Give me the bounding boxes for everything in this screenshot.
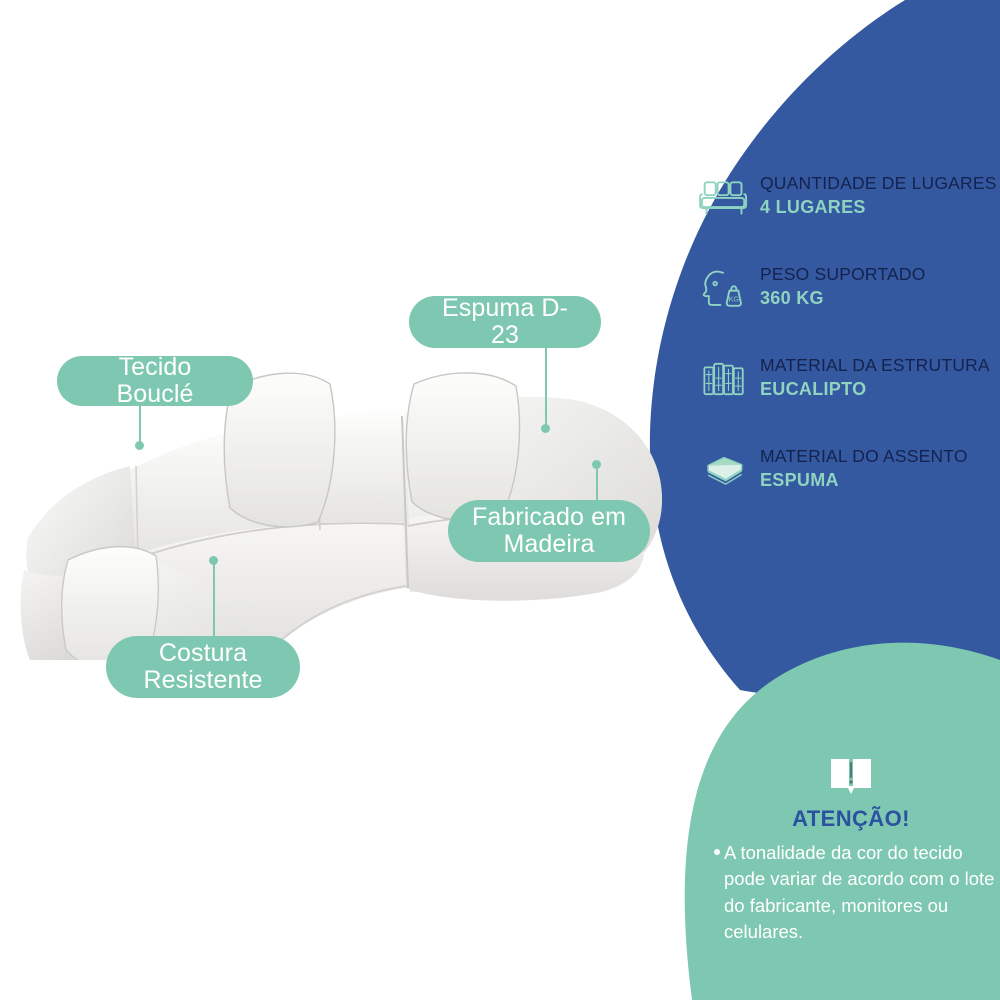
spec-label: PESO SUPORTADO <box>760 264 926 284</box>
svg-text:KG: KG <box>729 295 740 303</box>
spec-row-material-da-estrutura: MATERIAL DA ESTRUTURA EUCALIPTO <box>696 352 996 412</box>
attention-text: A tonalidade da cor do tecido pode varia… <box>724 842 995 942</box>
spec-label: MATERIAL DO ASSENTO <box>760 446 968 466</box>
sofa-front-skirt <box>129 560 265 660</box>
spec-text-block: PESO SUPORTADO 360 KG <box>760 261 926 310</box>
specification-list: QUANTIDADE DE LUGARES 4 LUGARES KG PESO … <box>696 170 996 534</box>
connector-line-tecido <box>139 406 141 444</box>
spec-text-block: MATERIAL DA ESTRUTURA EUCALIPTO <box>760 352 990 401</box>
sofa-icon <box>696 170 752 224</box>
connector-dot-espuma <box>541 424 550 433</box>
bullet-point-icon <box>714 849 720 855</box>
callout-pill-tecido-boucle[interactable]: Tecido Bouclé <box>57 353 253 408</box>
blue-blob-shape <box>649 0 1000 700</box>
spec-value: EUCALIPTO <box>760 378 867 399</box>
connector-dot-madeira <box>592 460 601 469</box>
sofa-pillow <box>405 372 521 522</box>
attention-text-wrapper: A tonalidade da cor do tecido pode varia… <box>706 840 996 945</box>
green-blob-shape <box>684 642 1000 1000</box>
sofa-pillow <box>223 372 336 528</box>
connector-line-madeira <box>596 464 598 502</box>
spec-row-peso-suportado: KG PESO SUPORTADO 360 KG <box>696 261 996 321</box>
wood-planks-icon <box>696 352 752 406</box>
spec-value: 4 LUGARES <box>760 196 866 217</box>
foam-layers-icon <box>696 443 752 497</box>
attention-title: ATENÇÃO! <box>792 806 910 831</box>
callout-label: Costura Resistente <box>143 639 263 694</box>
callout-pill-costura-resistente[interactable]: Costura Resistente <box>106 636 300 698</box>
connector-line-costura <box>213 560 215 638</box>
sofa-seam-line <box>135 465 139 563</box>
attention-block: ATENÇÃO! A tonalidade da cor do tecido p… <box>706 756 996 945</box>
sofa-seam-line <box>401 415 409 589</box>
spec-label: QUANTIDADE DE LUGARES <box>760 173 997 193</box>
callout-pill-fabricado-em-madeira[interactable]: Fabricado em Madeira <box>448 500 650 562</box>
sofa-seam-line <box>137 522 405 559</box>
sofa-pillow <box>61 546 160 660</box>
spec-text-block: QUANTIDADE DE LUGARES 4 LUGARES <box>760 170 997 219</box>
connector-dot-tecido <box>135 441 144 450</box>
spec-value: 360 KG <box>760 287 824 308</box>
spec-row-material-do-assento: MATERIAL DO ASSENTO ESPUMA <box>696 443 996 503</box>
spec-text-block: MATERIAL DO ASSENTO ESPUMA <box>760 443 968 492</box>
connector-line-espuma <box>545 348 547 428</box>
callout-label: Tecido Bouclé <box>116 353 194 408</box>
connector-dot-costura <box>209 556 218 565</box>
spec-row-quantidade-de-lugares: QUANTIDADE DE LUGARES 4 LUGARES <box>696 170 996 230</box>
sofa-seam-line <box>260 585 407 660</box>
weight-capacity-icon: KG <box>696 261 752 315</box>
callout-label: Espuma D-23 <box>442 294 568 349</box>
open-book-alert-icon <box>831 759 871 794</box>
spec-label: MATERIAL DA ESTRUTURA <box>760 355 990 375</box>
callout-label: Fabricado em Madeira <box>471 503 627 558</box>
callout-pill-espuma-d23[interactable]: Espuma D-23 <box>409 294 601 349</box>
spec-value: ESPUMA <box>760 469 839 490</box>
